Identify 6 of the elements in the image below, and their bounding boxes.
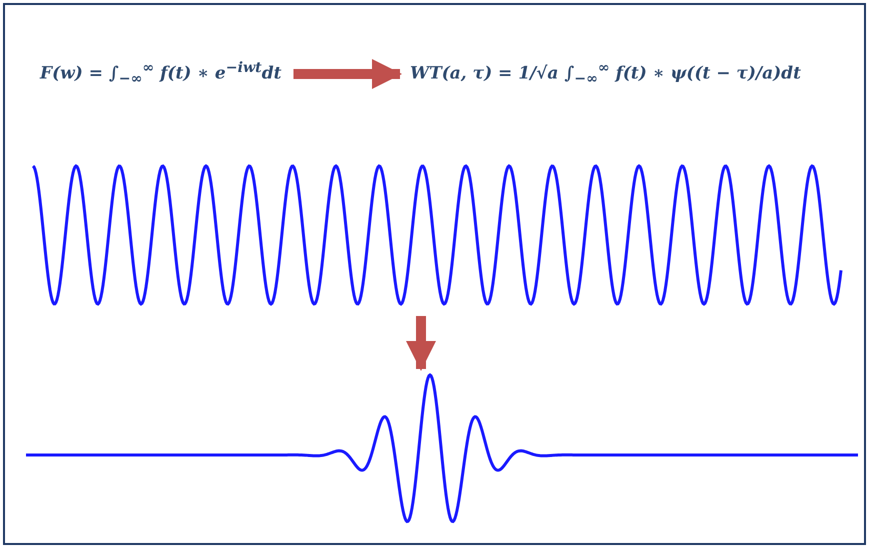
arrow bbox=[406, 316, 436, 371]
arrow bbox=[293, 59, 402, 90]
wavelet-drawing bbox=[26, 374, 858, 523]
formula: WT(a, τ) = 1/√a ∫$_{−∞}$$^{∞}$ f(t) ∗ ψ((t − τ)/a)dt bbox=[410, 60, 801, 88]
formula: F(w) = ∫$_{−∞}$$^{∞}$ f(t) ∗ e$^{−iwt}$dt bbox=[40, 60, 282, 88]
sine-wave-drawing bbox=[32, 164, 842, 306]
